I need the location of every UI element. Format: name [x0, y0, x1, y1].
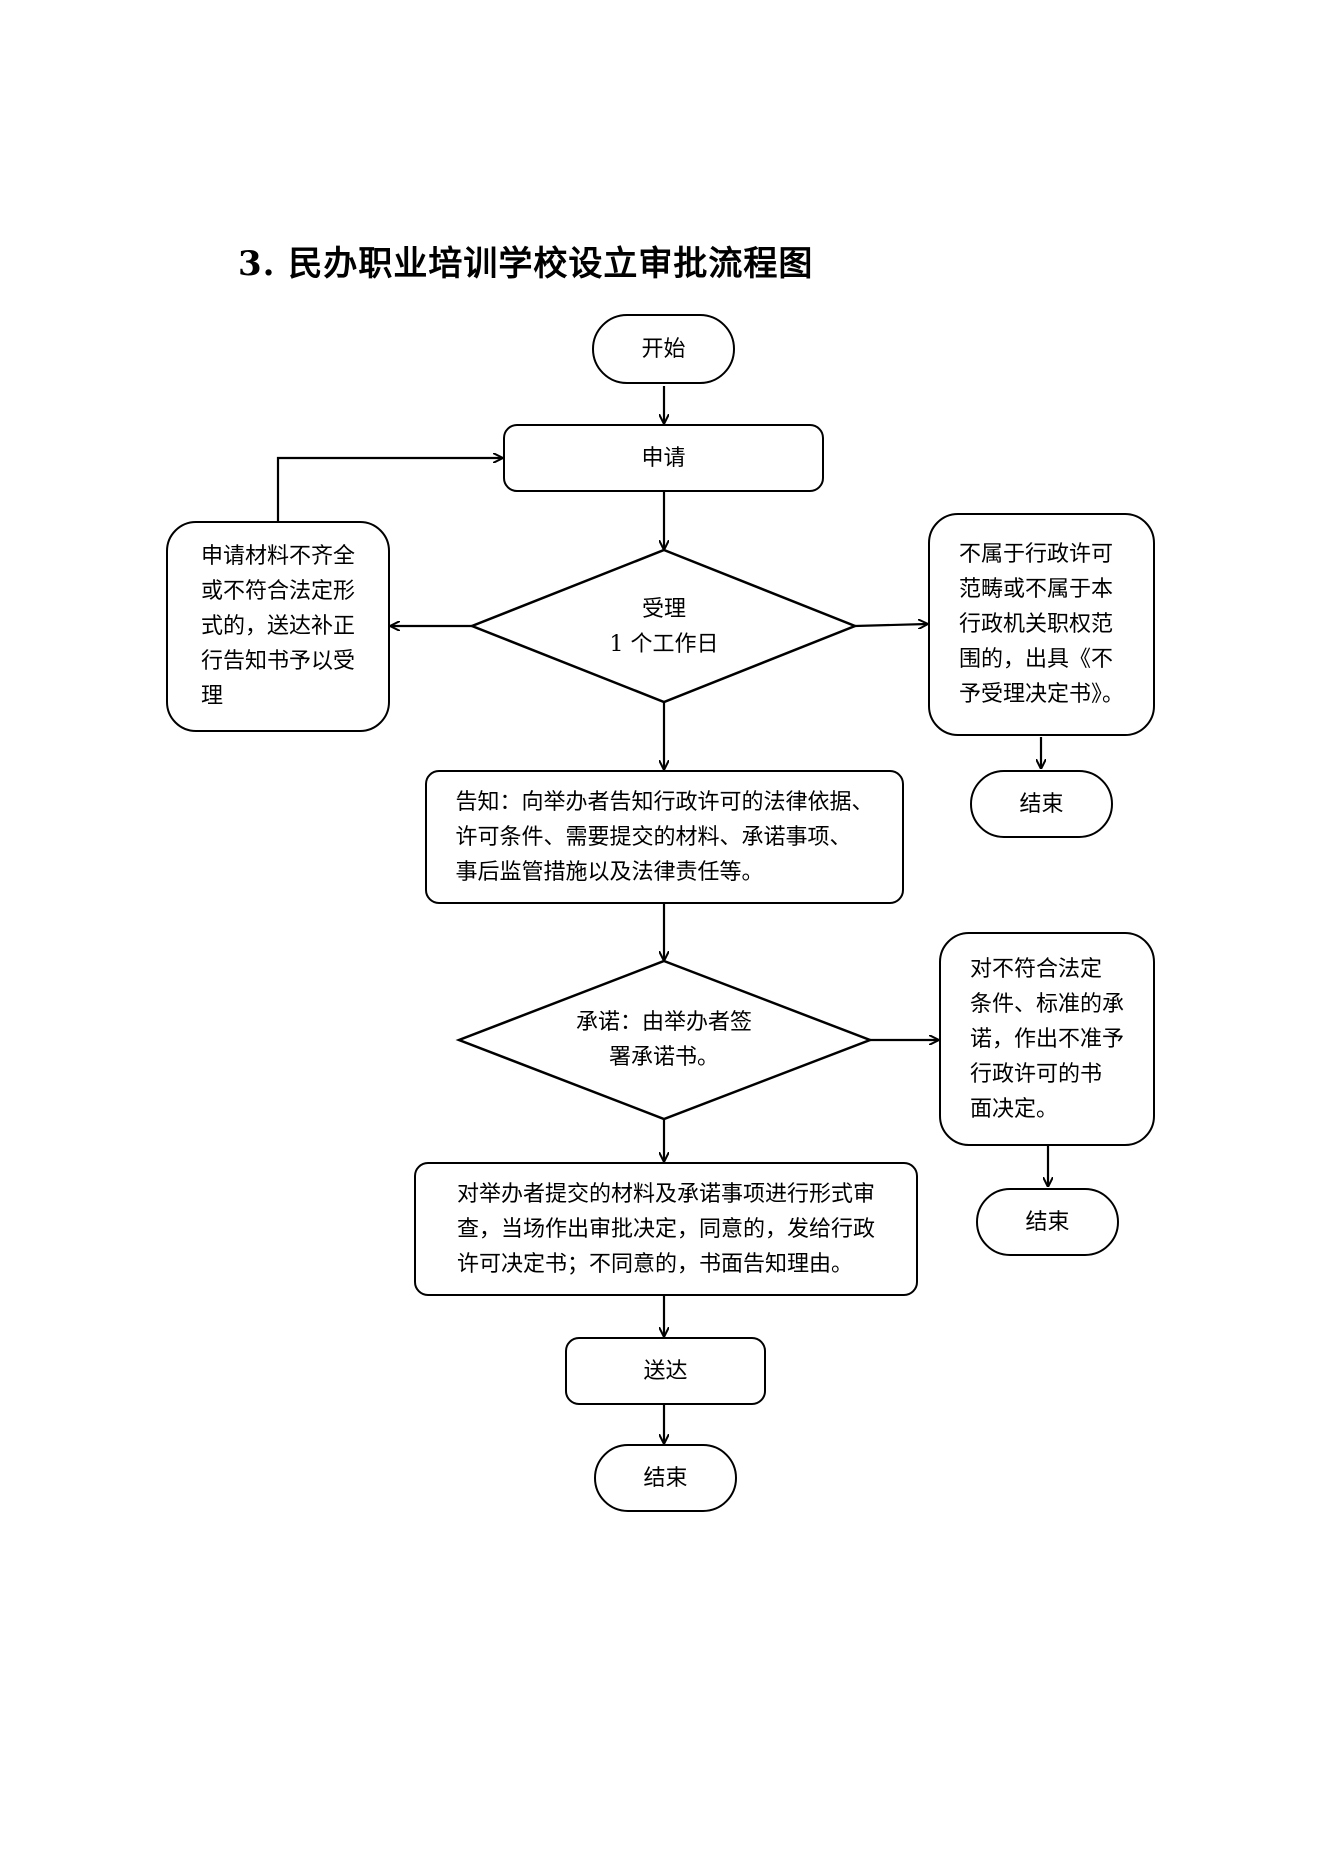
review-node: 对举办者提交的材料及承诺事项进行形式审 查，当场作出审批决定，同意的，发给行政 … [414, 1162, 918, 1296]
end-reject-node: 结束 [970, 770, 1113, 838]
deny-label: 对不符合法定 条件、标准的承 诺，作出不准予 行政许可的书 面决定。 [969, 956, 1124, 1122]
arrow-accept-reject [854, 624, 927, 626]
page-title: 3. 民办职业培训学校设立审批流程图 [238, 244, 814, 284]
start-node: 开始 [592, 314, 735, 384]
accept-label: 受理 1 个工作日 [609, 597, 719, 657]
end-label: 结束 [643, 1465, 688, 1491]
apply-node: 申请 [503, 424, 824, 492]
notify-label: 告知：向举办者告知行政许可的法律依据、 许可条件、需要提交的材料、承诺事项、 事… [455, 789, 874, 885]
incomplete-node: 申请材料不齐全 或不符合法定形 式的，送达补正 行告知书予以受 理 [166, 521, 390, 732]
arrow-incomplete-apply [276, 458, 502, 521]
end-reject-label: 结束 [1019, 791, 1064, 817]
notify-node: 告知：向举办者告知行政许可的法律依据、 许可条件、需要提交的材料、承诺事项、 事… [425, 770, 904, 904]
review-label: 对举办者提交的材料及承诺事项进行形式审 查，当场作出审批决定，同意的，发给行政 … [456, 1181, 875, 1277]
end-deny-node: 结束 [976, 1188, 1119, 1256]
reject-label: 不属于行政许可 范畴或不属于本 行政机关职权范 围的，出具《不 予受理决定书》。 [958, 542, 1124, 707]
reject-node: 不属于行政许可 范畴或不属于本 行政机关职权范 围的，出具《不 予受理决定书》。 [928, 513, 1155, 736]
end-node: 结束 [594, 1444, 737, 1512]
apply-label: 申请 [641, 445, 686, 471]
deny-node: 对不符合法定 条件、标准的承 诺，作出不准予 行政许可的书 面决定。 [939, 932, 1155, 1146]
deliver-node: 送达 [565, 1337, 766, 1405]
start-label: 开始 [641, 336, 686, 362]
incomplete-label: 申请材料不齐全 或不符合法定形 式的，送达补正 行告知书予以受 理 [200, 544, 355, 709]
end-deny-label: 结束 [1025, 1209, 1070, 1235]
promise-label: 承诺：由举办者签 署承诺书。 [575, 1010, 752, 1070]
deliver-label: 送达 [643, 1358, 688, 1384]
